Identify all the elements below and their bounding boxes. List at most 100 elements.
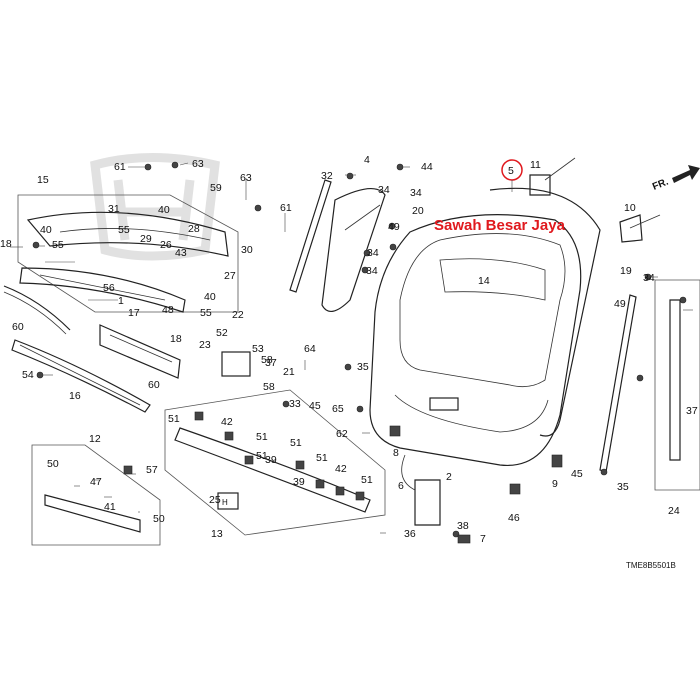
callout-53: 53: [252, 343, 264, 355]
callout-9: 9: [552, 478, 558, 490]
callout-37-a: 37: [265, 357, 277, 369]
callout-51-c: 51: [256, 450, 268, 462]
callout-48: 48: [162, 304, 174, 316]
callout-38: 38: [457, 520, 469, 532]
callout-35-b: 35: [617, 481, 629, 493]
callout-14: 14: [478, 275, 490, 287]
callout-40-c: 40: [204, 291, 216, 303]
callout-37-b: 37: [686, 405, 698, 417]
callout-41: 41: [104, 501, 116, 513]
callout-55-a: 55: [52, 239, 64, 251]
callout-15: 15: [37, 174, 49, 186]
callout-47: 47: [90, 476, 102, 488]
callout-13: 13: [211, 528, 223, 540]
callout-39-a: 39: [265, 454, 277, 466]
callout-51-f: 51: [361, 474, 373, 486]
callout-1: 1: [118, 295, 124, 307]
callout-51-a: 51: [168, 413, 180, 425]
diagram-code: TME8B5501B: [626, 561, 676, 570]
callout-51-d: 51: [290, 437, 302, 449]
tailgate-latch: [401, 454, 441, 526]
callout-19: 19: [620, 265, 632, 277]
callout-34-d: 34: [366, 265, 378, 277]
callout-31: 31: [108, 203, 120, 215]
callout-63-a: 63: [192, 158, 204, 170]
honda-logo-watermark: [90, 153, 220, 261]
callout-55-c: 55: [200, 307, 212, 319]
callout-36: 36: [404, 528, 416, 540]
callout-34-a: 34: [378, 184, 390, 196]
front-direction-indicator: FR.: [651, 165, 700, 193]
callout-32: 32: [321, 170, 333, 182]
callout-42-a: 42: [221, 416, 233, 428]
callout-55-b: 55: [118, 224, 130, 236]
callout-6: 6: [398, 480, 404, 492]
callout-64: 64: [304, 343, 316, 355]
callout-63-b: 63: [240, 172, 252, 184]
callout-2: 2: [446, 471, 452, 483]
callout-44: 44: [421, 161, 433, 173]
callout-40-b: 40: [158, 204, 170, 216]
callout-59: 59: [210, 182, 222, 194]
callout-51-b: 51: [256, 431, 268, 443]
bracket-11: [529, 174, 551, 196]
callout-51-e: 51: [316, 452, 328, 464]
front-direction-label: FR.: [651, 176, 670, 192]
callout-39-b: 39: [293, 476, 305, 488]
callout-58-b: 58: [263, 381, 275, 393]
callout-49-a: 49: [388, 221, 400, 233]
callout-58-a: 58: [261, 354, 273, 366]
callout-50-b: 50: [153, 513, 165, 525]
callout-16: 16: [69, 390, 81, 402]
callout-18-left: 18: [0, 238, 12, 250]
callout-4: 4: [364, 154, 370, 166]
callout-35-a: 35: [357, 361, 369, 373]
callout-27: 27: [224, 270, 236, 282]
license-garnish: [11, 339, 151, 413]
callout-20: 20: [412, 205, 424, 217]
callout-45-b: 45: [571, 468, 583, 480]
callout-42-b: 42: [335, 463, 347, 475]
gas-stay-left: [289, 179, 386, 312]
callout-62: 62: [336, 428, 348, 440]
callout-43: 43: [175, 247, 187, 259]
callout-33: 33: [289, 398, 301, 410]
callout-34-b: 34: [410, 187, 422, 199]
callout-57: 57: [146, 464, 158, 476]
gas-stay-right: [599, 279, 700, 491]
bracket-10: [619, 214, 643, 243]
leader-lines: [10, 162, 693, 534]
callout-40-a: 40: [40, 224, 52, 236]
callout-23: 23: [199, 339, 211, 351]
callout-46: 46: [508, 512, 520, 524]
callout-49-b: 49: [614, 298, 626, 310]
callout-34-c: 34: [367, 247, 379, 259]
rear-garnish-assembly: H: [164, 389, 386, 536]
callout-56: 56: [103, 282, 115, 294]
callout-17: 17: [128, 307, 140, 319]
callout-10: 10: [624, 202, 636, 214]
callout-8: 8: [393, 447, 399, 459]
callout-26: 26: [160, 239, 172, 251]
tail-garnish: [19, 267, 186, 313]
callout-60-b: 60: [148, 379, 160, 391]
callout-52: 52: [216, 327, 228, 339]
svg-text:H: H: [222, 498, 228, 507]
lower-molding: [99, 324, 181, 379]
callout-60-a: 60: [12, 321, 24, 333]
callout-28: 28: [188, 223, 200, 235]
camera-unit: [221, 351, 251, 377]
callout-61-b: 61: [280, 202, 292, 214]
callout-labels: 1 2 4 5 6 7 8 9 10 11 12 13 14 15 16 17 …: [0, 154, 698, 545]
callout-65: 65: [332, 403, 344, 415]
callout-18-right: 18: [170, 333, 182, 345]
callout-7: 7: [480, 533, 486, 545]
weatherstrip-tailgate: [489, 187, 601, 437]
callout-11: 11: [530, 159, 541, 171]
seller-watermark: Sawah Besar Jaya: [434, 217, 566, 234]
callout-50-a: 50: [47, 458, 59, 470]
callout-61-a: 61: [114, 161, 126, 173]
callout-25: 25: [209, 494, 221, 506]
callout-29: 29: [140, 233, 152, 245]
